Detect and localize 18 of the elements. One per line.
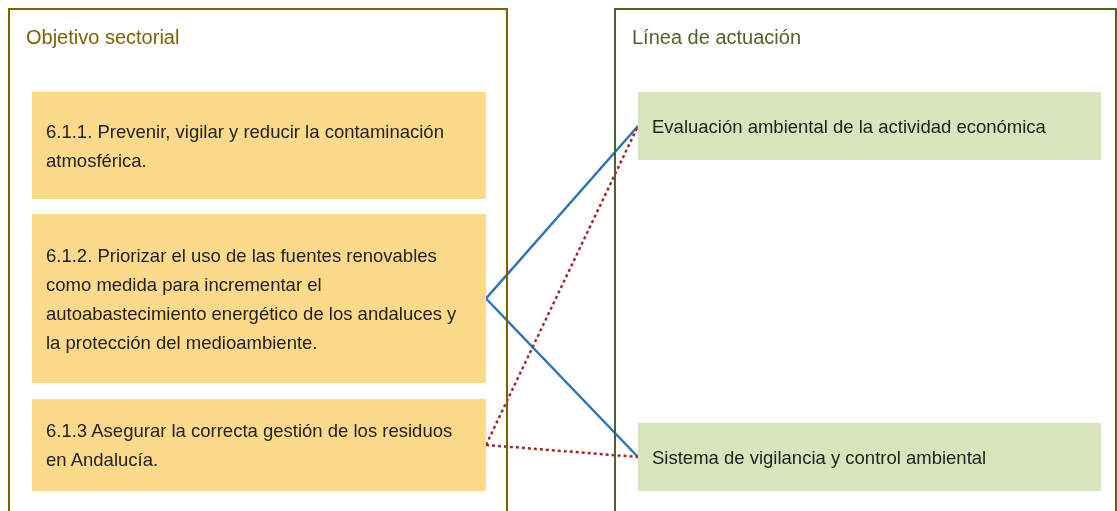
panel-heading: Línea de actuación	[632, 26, 802, 49]
box-text: 6.1.1. Prevenir, vigilar y reducir la contaminación atmosférica.	[46, 119, 445, 173]
objective-box	[32, 399, 486, 491]
connector-line	[485, 125, 639, 300]
box-text: 6.1.3 Asegurar la correcta gestión de los residuos en Andalucía.	[46, 419, 454, 472]
group-panel	[8, 8, 508, 511]
box-text: 6.1.2. Priorizar el uso de las fuentes renovables como medida para incrementar el autoabastecimiento energético de los andaluces y la protección del medioambiente.	[46, 243, 458, 355]
group-panel	[614, 8, 1117, 511]
dotted-connector	[484, 125, 640, 446]
box-text: Sistema de vigilancia y control ambiental	[652, 445, 987, 470]
objective-box	[32, 92, 486, 199]
connector-line	[485, 297, 639, 458]
box-text: Evaluación ambiental de la actividad económica	[652, 114, 1046, 139]
panel-heading: Objetivo sectorial	[26, 26, 180, 49]
dotted-connector	[485, 443, 639, 459]
action-box	[638, 92, 1101, 160]
objective-box	[32, 214, 486, 383]
action-box	[638, 423, 1101, 491]
